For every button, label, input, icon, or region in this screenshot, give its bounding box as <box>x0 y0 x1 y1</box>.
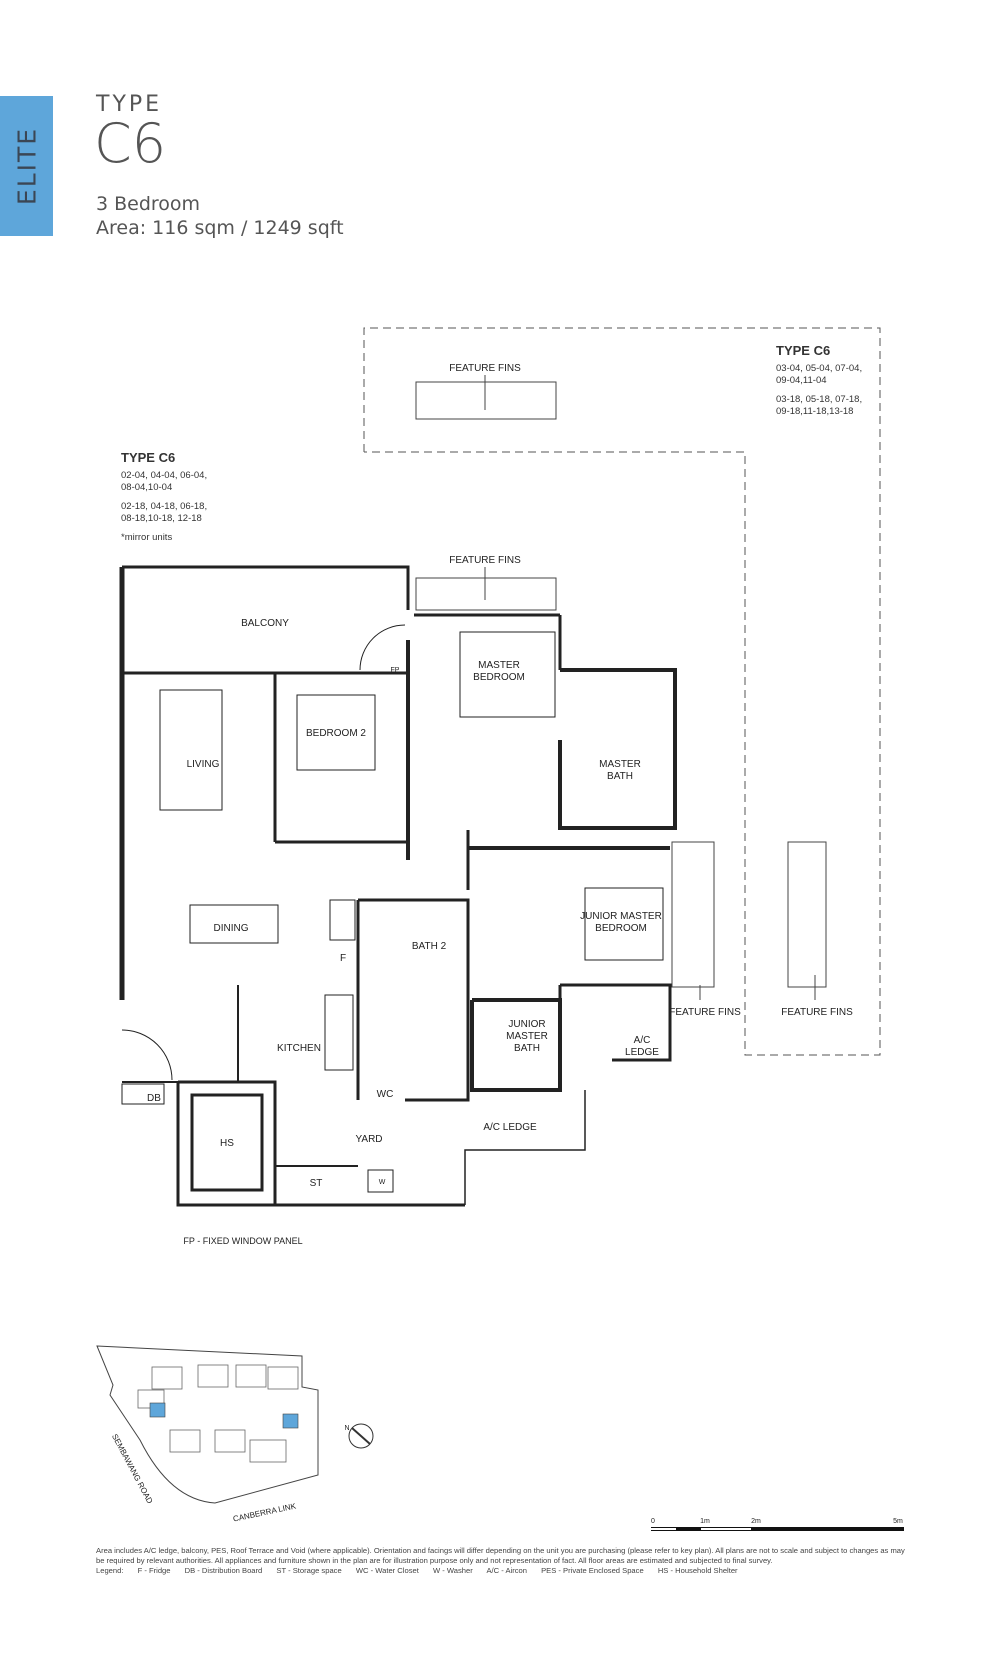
unit-list: 09-18,11-18,13-18 <box>776 406 854 417</box>
road-label: CANBERRA LINK <box>232 1501 297 1523</box>
label-junior-master-bath: BATH <box>514 1043 540 1054</box>
legend-item: A/C - Aircon <box>486 1566 527 1575</box>
label-ac-ledge: LEDGE <box>625 1047 659 1058</box>
label-wc: WC <box>377 1089 394 1100</box>
scale-bar: 0 1m 2m 5m <box>651 1518 904 1531</box>
legend-item: ST - Storage space <box>276 1566 342 1575</box>
label-kitchen: KITCHEN <box>277 1043 321 1054</box>
highlight-unit <box>282 1413 299 1429</box>
unit-list: 02-04, 04-04, 06-04, <box>121 470 208 481</box>
unit-list: 02-18, 04-18, 06-18, <box>121 501 208 512</box>
label-bath-2: BATH 2 <box>412 941 447 952</box>
scale-label: 5m <box>893 1518 903 1525</box>
label-junior-master-bedroom: BEDROOM <box>595 923 647 934</box>
fp-note: FP - FIXED WINDOW PANEL <box>183 1236 302 1246</box>
bedroom-count: 3 Bedroom <box>96 193 201 215</box>
mirror-note: *mirror units <box>121 532 173 543</box>
legend-title: Legend: <box>96 1566 124 1575</box>
label-hs: HS <box>220 1138 234 1149</box>
label-junior-master-bath: MASTER <box>506 1031 548 1042</box>
type-label: TYPE <box>96 92 163 117</box>
legend-item: F - Fridge <box>137 1566 171 1575</box>
label-master-bath: MASTER <box>599 759 641 770</box>
type-code: C6 <box>94 112 167 175</box>
unit-area: Area: 116 sqm / 1249 sqft <box>96 217 344 239</box>
key-plan: SEMBAWANG ROAD CANBERRA LINK N <box>96 1345 374 1524</box>
mirror-outline <box>363 327 881 1056</box>
legend-item: W - Washer <box>432 1566 473 1575</box>
unit-block-title: TYPE C6 <box>776 343 831 358</box>
label-db: DB <box>147 1093 161 1104</box>
label-fp: FP <box>391 667 400 674</box>
label-junior-master-bedroom: JUNIOR MASTER <box>580 911 662 922</box>
label-master-bath: BATH <box>607 771 633 782</box>
label-f: F <box>340 953 346 964</box>
label-st: ST <box>310 1178 323 1189</box>
unit-block-right: TYPE C6 03-04, 05-04, 07-04,09-04,11-04 … <box>776 343 863 425</box>
walls <box>119 565 677 1207</box>
label-ac-ledge-2: A/C LEDGE <box>483 1122 537 1133</box>
unit-list: 08-04,10-04 <box>121 482 173 493</box>
north-label: N <box>344 1425 349 1432</box>
unit-list: 03-18, 05-18, 07-18, <box>776 394 863 405</box>
label-ac-ledge: A/C <box>634 1035 651 1046</box>
legend-item: PES - Private Enclosed Space <box>541 1566 644 1575</box>
scale-label: 0 <box>651 1518 655 1525</box>
highlight-unit <box>149 1402 166 1418</box>
unit-list: 08-18,10-18, 12-18 <box>121 513 202 524</box>
unit-list: 03-04, 05-04, 07-04, <box>776 363 863 374</box>
legend-item: HS - Household Shelter <box>657 1566 738 1575</box>
legend-item: WC - Water Closet <box>355 1566 419 1575</box>
category-tab: ELITE <box>0 96 53 236</box>
label-feature-fins: FEATURE FINS <box>669 1007 741 1018</box>
label-dining: DINING <box>214 923 249 934</box>
road-label: SEMBAWANG ROAD <box>110 1432 154 1505</box>
footer-disclaimer: Area includes A/C ledge, balcony, PES, R… <box>96 1546 911 1576</box>
feature-fins-drawing <box>415 375 827 1000</box>
unit-block-left: TYPE C6 02-04, 04-04, 06-04,08-04,10-04 … <box>121 450 208 551</box>
disclaimer-text: Area includes A/C ledge, balcony, PES, R… <box>96 1546 905 1565</box>
label-yard: YARD <box>355 1134 382 1145</box>
scale-label: 1m <box>700 1518 710 1525</box>
label-living: LIVING <box>187 759 220 770</box>
label-junior-master-bath: JUNIOR <box>508 1019 545 1030</box>
label-balcony: BALCONY <box>241 618 289 629</box>
label-feature-fins: FEATURE FINS <box>449 363 521 374</box>
label-feature-fins: FEATURE FINS <box>449 555 521 566</box>
label-bedroom-2: BEDROOM 2 <box>306 728 366 739</box>
label-w: W <box>379 1179 386 1186</box>
room-labels: BALCONY MASTER BEDROOM BEDROOM 2 LIVING … <box>147 363 853 1246</box>
label-master-bedroom: MASTER <box>478 660 520 671</box>
unit-list: 09-04,11-04 <box>776 375 827 386</box>
north-arrow-icon: N <box>344 1423 374 1449</box>
unit-block-title: TYPE C6 <box>121 450 176 465</box>
scale-label: 2m <box>751 1518 761 1525</box>
legend: Legend: F - Fridge DB - Distribution Boa… <box>96 1566 911 1576</box>
legend-item: DB - Distribution Board <box>184 1566 263 1575</box>
label-feature-fins: FEATURE FINS <box>781 1007 853 1018</box>
label-master-bedroom: BEDROOM <box>473 672 525 683</box>
